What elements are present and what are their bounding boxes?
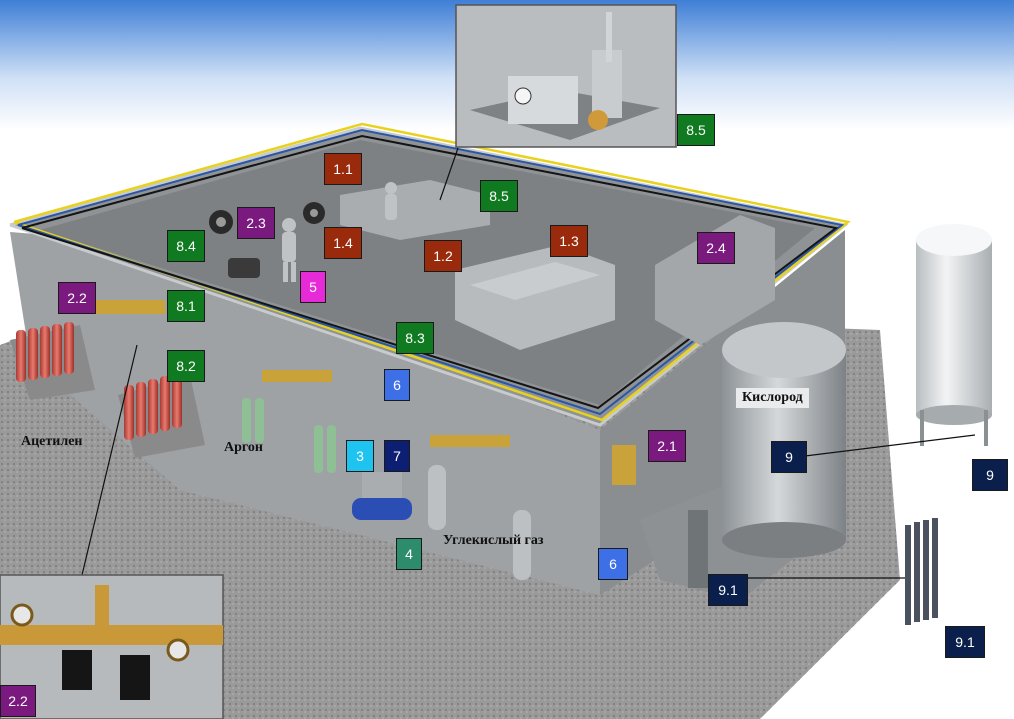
tag-4: 4 <box>396 538 422 570</box>
tag-8-2: 8.2 <box>167 350 205 382</box>
tag-2-2-inset: 2.2 <box>0 685 36 717</box>
tag-5: 5 <box>300 271 326 303</box>
tag-2-2: 2.2 <box>58 282 96 314</box>
tag-1-4: 1.4 <box>324 227 362 259</box>
tag-2-3: 2.3 <box>237 207 275 239</box>
tag-2-4: 2.4 <box>697 232 735 264</box>
tag-1-3: 1.3 <box>550 225 588 257</box>
tag-8-4: 8.4 <box>167 230 205 262</box>
argon-label: Аргон <box>224 440 263 456</box>
tag-9-right: 9 <box>972 459 1008 491</box>
tag-1-1: 1.1 <box>324 153 362 185</box>
tag-6-top: 6 <box>384 369 410 401</box>
tag-8-1: 8.1 <box>167 290 205 322</box>
tag-9-1-left: 9.1 <box>708 574 748 606</box>
tag-3: 3 <box>346 440 374 472</box>
tag-1-2: 1.2 <box>424 240 462 272</box>
oxygen-silo <box>916 224 992 446</box>
tag-8-5-floor: 8.5 <box>480 180 518 212</box>
tag-7: 7 <box>384 440 410 472</box>
tag-6-bottom: 6 <box>598 548 628 580</box>
oxygen-label-text: Кислород <box>742 390 803 405</box>
acetylene-label: Ацетилен <box>21 434 82 450</box>
tag-9-left: 9 <box>771 441 807 473</box>
tag-9-1-right: 9.1 <box>945 626 985 658</box>
oxygen-label: Кислород <box>736 388 809 408</box>
tag-8-5-inset: 8.5 <box>677 114 715 146</box>
equipment-detail-inset <box>456 5 676 147</box>
tag-8-3: 8.3 <box>396 322 434 354</box>
tag-2-1: 2.1 <box>648 430 686 462</box>
co2-label: Углекислый газ <box>443 533 544 549</box>
